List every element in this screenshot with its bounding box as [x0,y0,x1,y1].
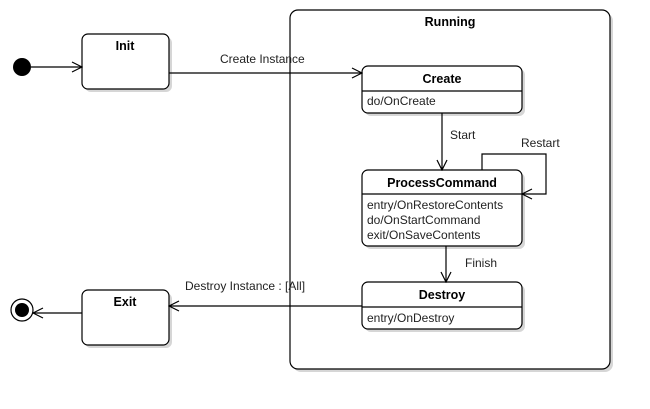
transition-restart[interactable]: Restart [481,136,560,194]
state-destroy[interactable]: Destroy entry/OnDestroy [361,281,525,332]
transition-start-label: Start [450,128,476,142]
state-create-activity: do/OnCreate [367,94,436,108]
transition-destroy-instance-label: Destroy Instance : [All] [185,279,305,293]
transition-create-instance[interactable]: Create Instance [169,52,362,73]
running-title: Running [425,15,476,29]
state-process-activity-do: do/OnStartCommand [367,213,480,227]
final-node-dot [15,303,29,317]
initial-node[interactable] [13,58,31,76]
state-create-name: Create [423,72,462,86]
transition-finish[interactable]: Finish [446,246,497,282]
state-create[interactable]: Create do/OnCreate [361,65,525,116]
transition-restart-line [481,153,547,194]
state-destroy-name: Destroy [419,288,466,302]
final-node[interactable] [10,298,34,322]
transition-start[interactable]: Start [442,113,476,170]
transition-restart-label: Restart [521,136,560,150]
state-init[interactable]: Init [81,33,172,92]
state-process-command[interactable]: ProcessCommand entry/OnRestoreContents d… [361,169,525,249]
state-process-name: ProcessCommand [387,176,497,190]
transition-create-instance-label: Create Instance [220,52,305,66]
state-exit-box [81,289,170,346]
state-init-name: Init [116,39,136,53]
transition-destroy-instance[interactable]: Destroy Instance : [All] [169,279,362,306]
state-destroy-activity: entry/OnDestroy [367,311,454,325]
state-process-activity-exit: exit/OnSaveContents [367,228,480,242]
state-exit[interactable]: Exit [81,289,172,348]
state-process-activity-entry: entry/OnRestoreContents [367,198,503,212]
transition-finish-label: Finish [465,256,497,270]
state-exit-name: Exit [114,295,138,309]
